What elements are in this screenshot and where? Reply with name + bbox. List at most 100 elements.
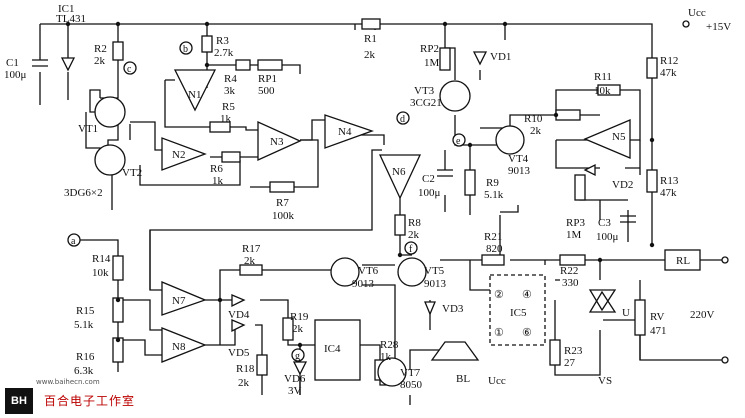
modules <box>314 274 617 381</box>
label-r13: R13 <box>660 175 679 187</box>
label-ucc-top: Ucc <box>688 7 706 19</box>
node-markers: a b c d e f g <box>67 41 466 362</box>
label-r6: R6 <box>210 163 223 175</box>
diode-vd2 <box>583 163 596 177</box>
label-rv: RV <box>650 311 664 323</box>
label-vd1: VD1 <box>490 51 511 63</box>
label-vt5: VT5 <box>424 265 445 277</box>
resistor-r17 <box>239 264 263 276</box>
label-n7: N7 <box>172 295 186 307</box>
label-vt4: VT4 <box>508 153 529 165</box>
resistor-r10 <box>555 109 581 121</box>
label-rp3-val: 1M <box>566 229 582 241</box>
resistor-r18 <box>256 354 268 376</box>
label-r23-val: 27 <box>564 357 576 369</box>
resistor-r1 <box>361 18 381 30</box>
label-r19-val: 2k <box>292 323 304 335</box>
label-r22: R22 <box>560 265 578 277</box>
watermark-url: www.baihecn.com <box>36 378 100 386</box>
label-bl: BL <box>456 373 470 385</box>
resistor-r7 <box>269 181 295 193</box>
label-r28: R28 <box>380 339 399 351</box>
label-rv-val: 471 <box>650 325 667 337</box>
label-ic5-pin2: ② <box>494 289 504 301</box>
varistor-rv <box>634 299 646 336</box>
label-c3-val: 100μ <box>596 231 619 243</box>
label-n3: N3 <box>270 136 284 148</box>
diodes <box>60 51 596 376</box>
diode-vd4 <box>231 294 246 308</box>
triac-vs <box>588 289 617 313</box>
capacitor-c2 <box>437 169 453 177</box>
label-c1-val: 100μ <box>4 69 27 81</box>
label-vt6-type: 9013 <box>352 278 375 290</box>
label-r19: R19 <box>290 311 309 323</box>
label-r23: R23 <box>564 345 583 357</box>
label-ic5-pin4: ④ <box>522 289 532 301</box>
label-ic5-pin6: ⑥ <box>522 327 532 339</box>
watermark-logo: BH <box>5 388 33 414</box>
label-r2: R2 <box>94 43 107 55</box>
label-220v: 220V <box>690 309 715 321</box>
resistor-r8 <box>394 214 406 236</box>
label-r5: R5 <box>222 101 235 113</box>
resistor-r19 <box>282 317 294 341</box>
label-rp2: RP2 <box>420 43 439 55</box>
watermark-name: 百合电子工作室 <box>44 394 136 408</box>
resistor-r2 <box>112 41 124 61</box>
potentiometer-rp3 <box>574 174 586 201</box>
label-r11: R11 <box>594 71 612 83</box>
label-ic1-type: TL431 <box>56 13 86 25</box>
resistor-r22 <box>559 254 586 266</box>
label-vt6: VT6 <box>358 265 379 277</box>
speaker-bl <box>430 341 480 361</box>
label-r8: R8 <box>408 217 421 229</box>
resistor-r6 <box>221 151 241 163</box>
opamp-n5 <box>583 119 631 159</box>
node-a: a <box>71 236 76 247</box>
label-n1: N1 <box>188 89 201 101</box>
label-r7-val: 100k <box>272 210 295 222</box>
opamp-n3 <box>257 120 302 162</box>
label-n2: N2 <box>172 149 185 161</box>
label-r17: R17 <box>242 243 261 255</box>
label-r11-val: 10k <box>594 85 611 97</box>
label-r16: R16 <box>76 351 95 363</box>
label-n4: N4 <box>338 126 352 138</box>
label-15v: +15V <box>706 21 731 33</box>
diode-vd1 <box>472 51 488 66</box>
label-vd6: VD6 <box>284 373 306 385</box>
label-vt1: VT1 <box>78 123 98 135</box>
amplifiers <box>161 69 631 363</box>
opamp-n7 <box>161 281 207 316</box>
label-vd2: VD2 <box>612 179 633 191</box>
label-r22-val: 330 <box>562 277 579 289</box>
resistor-r23 <box>549 339 561 366</box>
label-vt-pair: 3DG6×2 <box>64 187 103 199</box>
resistor-r11 <box>597 84 621 96</box>
label-n8: N8 <box>172 341 186 353</box>
load-rl <box>664 249 701 271</box>
resistor-r4 <box>235 59 251 71</box>
node-e: e <box>456 136 461 147</box>
label-vt3-type: 3CG21 <box>410 97 442 109</box>
resistor-r9 <box>464 169 476 196</box>
label-r15: R15 <box>76 305 95 317</box>
label-r12: R12 <box>660 55 678 67</box>
label-r21: R21 <box>484 231 502 243</box>
label-r12-val: 47k <box>660 67 677 79</box>
diode-vd5 <box>231 319 246 333</box>
capacitor-c3 <box>620 215 636 223</box>
transistor-vt2 <box>94 144 126 176</box>
label-r10: R10 <box>524 113 543 125</box>
transistor-vt5 <box>397 257 427 287</box>
label-r2-val: 2k <box>94 55 106 67</box>
label-n6: N6 <box>392 166 406 178</box>
label-ucc-bottom: Ucc <box>488 375 506 387</box>
transistor-vt3 <box>439 80 471 112</box>
label-vt2: VT2 <box>122 167 142 179</box>
label-vd3: VD3 <box>442 303 464 315</box>
opamp-n2 <box>161 137 207 171</box>
label-vd4: VD4 <box>228 309 250 321</box>
